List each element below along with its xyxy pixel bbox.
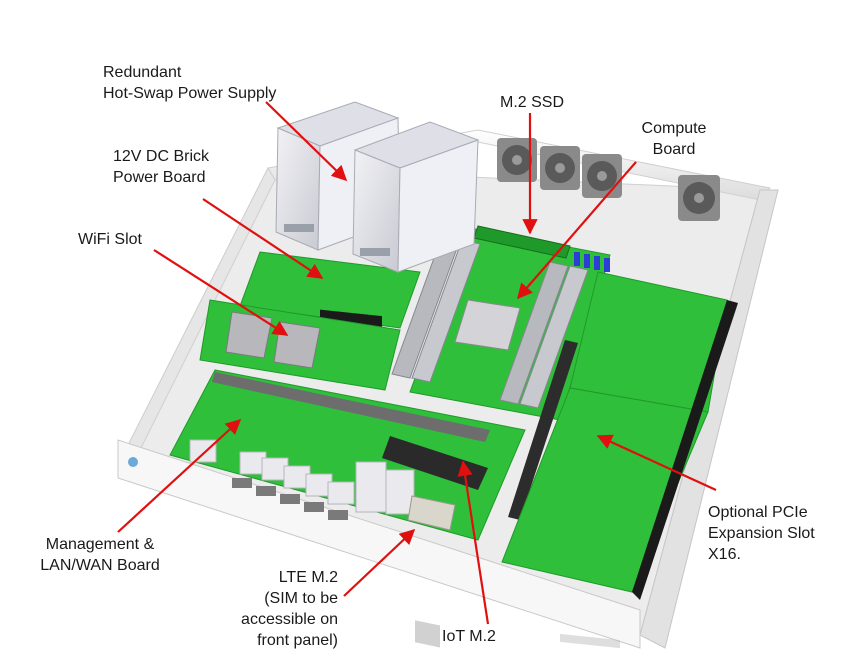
arrow-power-board bbox=[202, 198, 324, 279]
label-line: accessible on bbox=[241, 611, 338, 628]
label-line: Power Board bbox=[113, 169, 206, 186]
label-line: (SIM to be bbox=[264, 590, 338, 607]
label-pcie: Optional PCIe Expansion Slot X16. bbox=[708, 502, 815, 565]
label-wifi: WiFi Slot bbox=[78, 229, 142, 250]
label-line: front panel) bbox=[257, 632, 338, 649]
arrow-pcie bbox=[596, 434, 717, 492]
fans bbox=[497, 138, 720, 221]
label-line: 12V DC Brick bbox=[113, 148, 210, 165]
label-line: IoT M.2 bbox=[442, 628, 496, 645]
fan-icon bbox=[678, 175, 720, 221]
label-lte: LTE M.2 (SIM to be accessible on front p… bbox=[220, 567, 338, 651]
wifi-board bbox=[199, 299, 490, 442]
arrow-lte bbox=[343, 528, 416, 597]
arrow-wifi bbox=[153, 249, 289, 336]
label-line: Board bbox=[652, 141, 696, 158]
callout-arrows bbox=[117, 101, 717, 625]
label-line: LTE M.2 bbox=[278, 569, 338, 586]
label-compute: Compute Board bbox=[634, 118, 714, 160]
arrow-compute bbox=[516, 161, 637, 300]
label-line: X16. bbox=[708, 546, 741, 563]
label-line: Hot-Swap Power Supply bbox=[103, 85, 277, 102]
fan-icon bbox=[497, 138, 537, 182]
label-power-board: 12V DC Brick Power Board bbox=[113, 146, 209, 188]
label-iot: IoT M.2 bbox=[442, 626, 496, 647]
compute-board bbox=[391, 225, 611, 520]
arrow-power-supply bbox=[265, 101, 348, 182]
label-line: Redundant bbox=[103, 64, 182, 81]
label-power-supply: Redundant Hot-Swap Power Supply bbox=[103, 62, 276, 104]
label-line: Optional PCIe bbox=[708, 504, 808, 521]
logo-icon bbox=[128, 457, 138, 467]
label-management: Management & LAN/WAN Board bbox=[20, 534, 180, 576]
arrow-management bbox=[117, 418, 242, 533]
label-line: Compute bbox=[641, 120, 707, 137]
fan-icon bbox=[540, 146, 580, 190]
fan-icon bbox=[582, 154, 622, 198]
label-line: M.2 SSD bbox=[500, 94, 565, 111]
label-line: LAN/WAN Board bbox=[40, 557, 160, 574]
power-supplies bbox=[275, 101, 480, 273]
pcie-card bbox=[501, 271, 738, 600]
label-line: Expansion Slot bbox=[708, 525, 815, 542]
arrow-iot bbox=[457, 460, 490, 625]
label-line: Management & bbox=[45, 536, 155, 553]
label-m2-ssd: M.2 SSD bbox=[500, 92, 564, 113]
label-line: WiFi Slot bbox=[78, 231, 142, 248]
